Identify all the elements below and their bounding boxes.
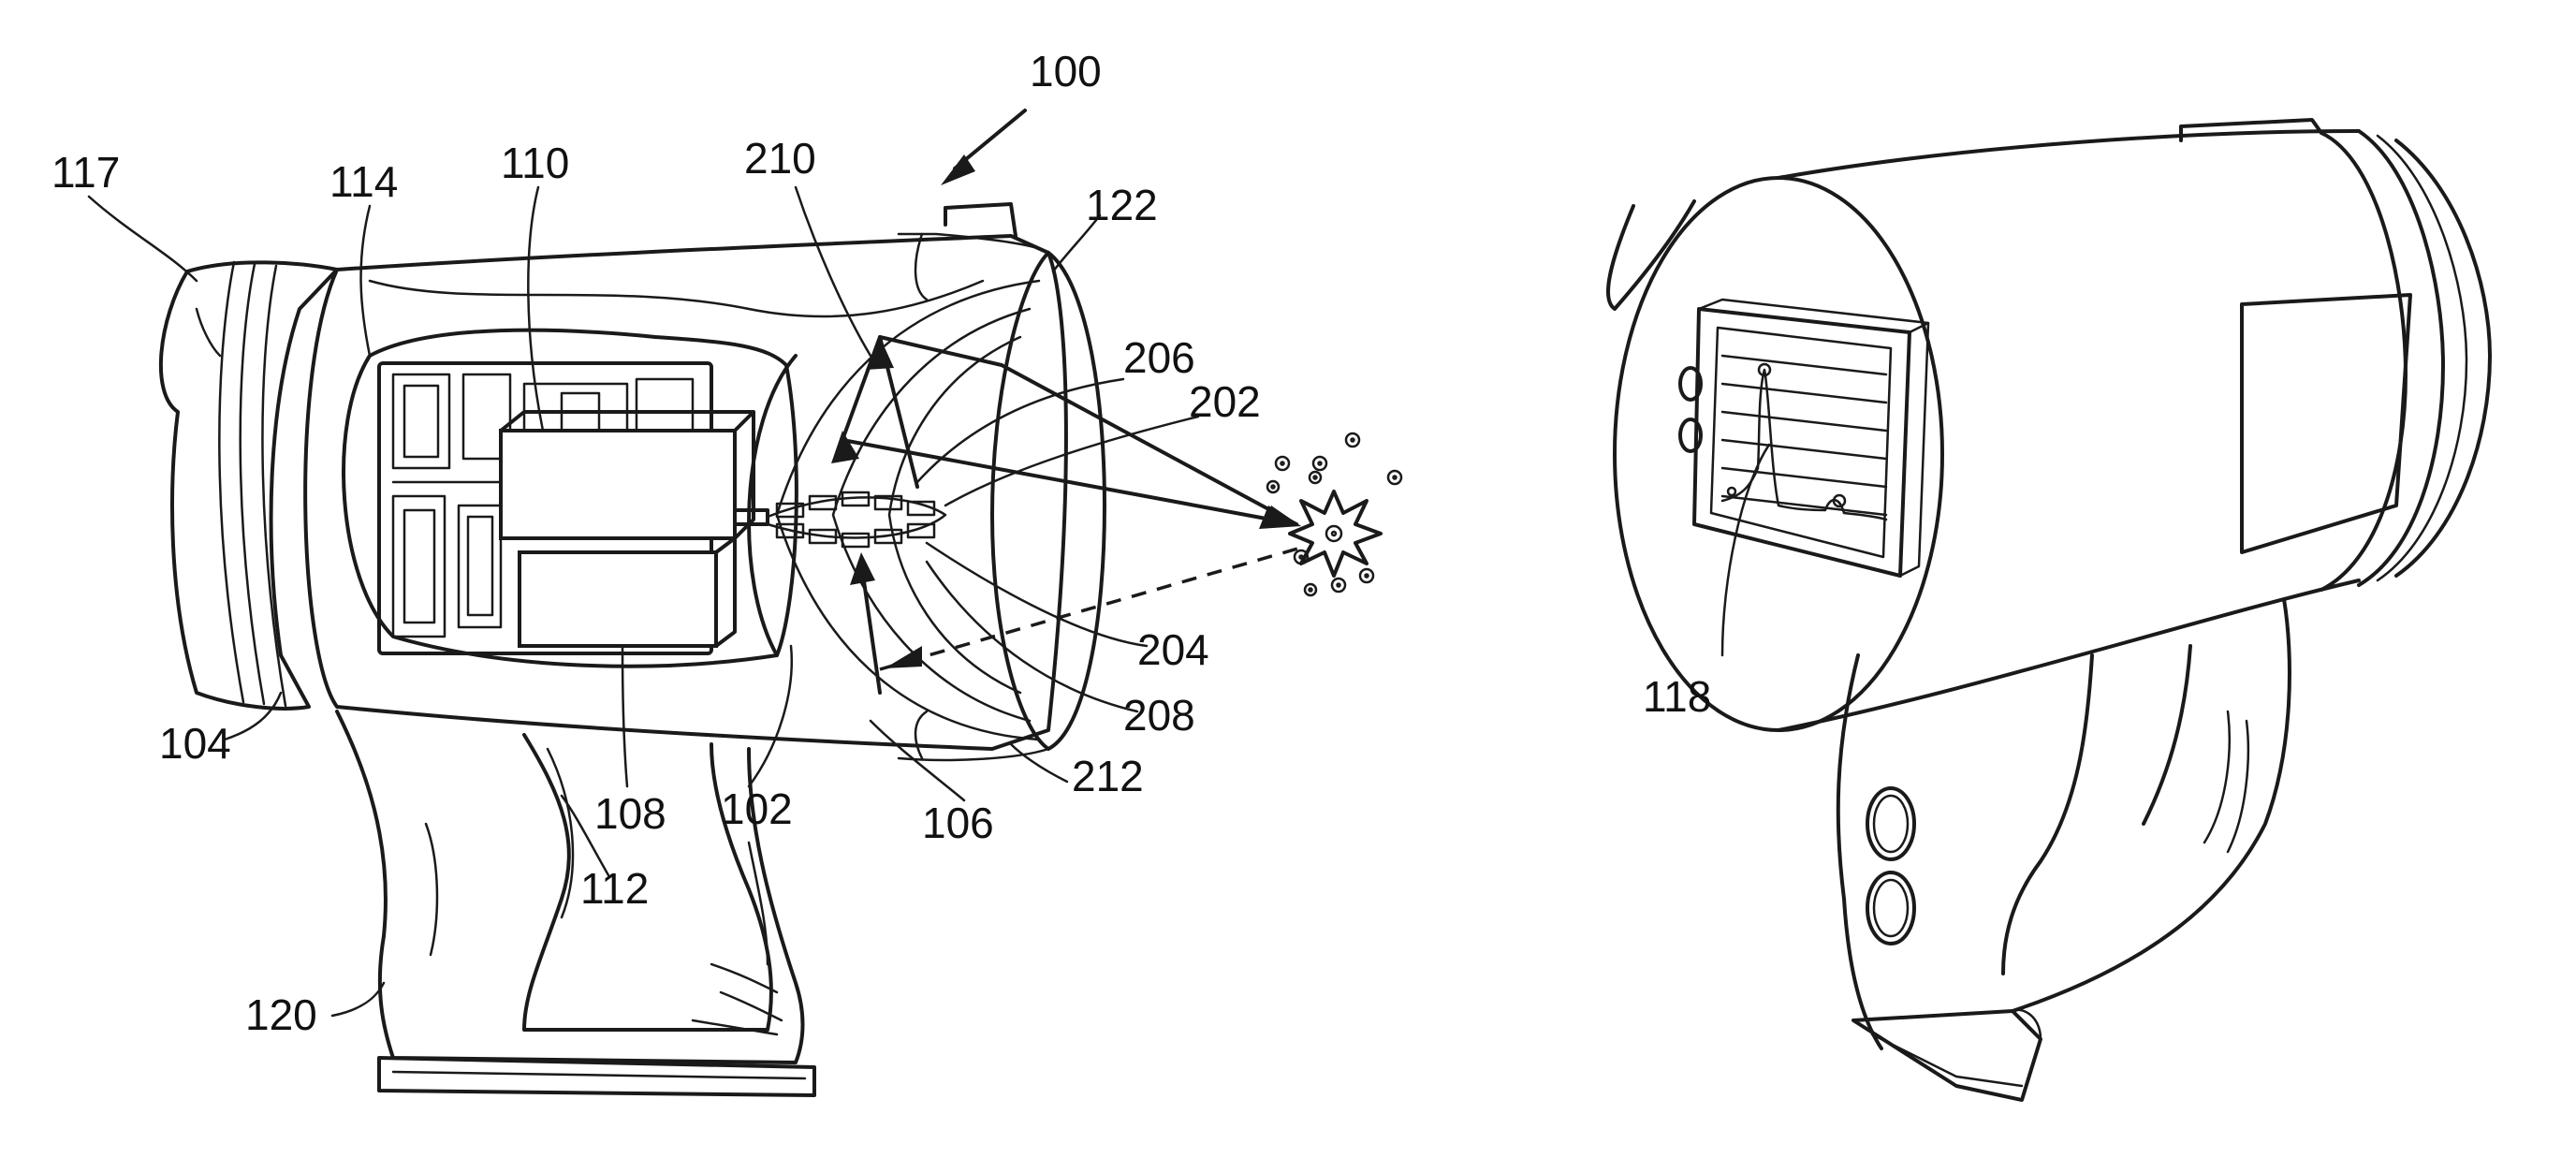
label-212: 212 [1072, 752, 1144, 800]
rear-end-cap [161, 262, 337, 709]
label-122: 122 [1086, 181, 1158, 229]
component-block-110 [501, 431, 735, 538]
label-118: 118 [1643, 672, 1711, 721]
label-106: 106 [922, 799, 994, 847]
label-202: 202 [1189, 377, 1261, 426]
label-102: 102 [721, 784, 793, 833]
label-112: 112 [580, 864, 649, 913]
label-108: 108 [594, 789, 666, 838]
component-block-108 [520, 552, 716, 646]
rear-base-plate [1853, 1011, 2041, 1100]
reflector-bell-122 [992, 253, 1048, 749]
target-starburst [1267, 433, 1401, 595]
label-210: 210 [744, 134, 816, 183]
label-100: 100 [1030, 47, 1102, 95]
label-208: 208 [1123, 691, 1195, 740]
label-117: 117 [51, 148, 120, 197]
label-204: 204 [1137, 625, 1209, 674]
device-cutaway-view [161, 204, 1401, 1095]
side-window [2242, 295, 2410, 552]
label-206: 206 [1123, 333, 1195, 382]
label-120: 120 [245, 990, 317, 1039]
label-104: 104 [159, 719, 231, 768]
label-114: 114 [329, 157, 398, 206]
rear-face [1615, 178, 1942, 730]
device-rear-view [1608, 120, 2490, 1100]
label-110: 110 [501, 139, 569, 187]
